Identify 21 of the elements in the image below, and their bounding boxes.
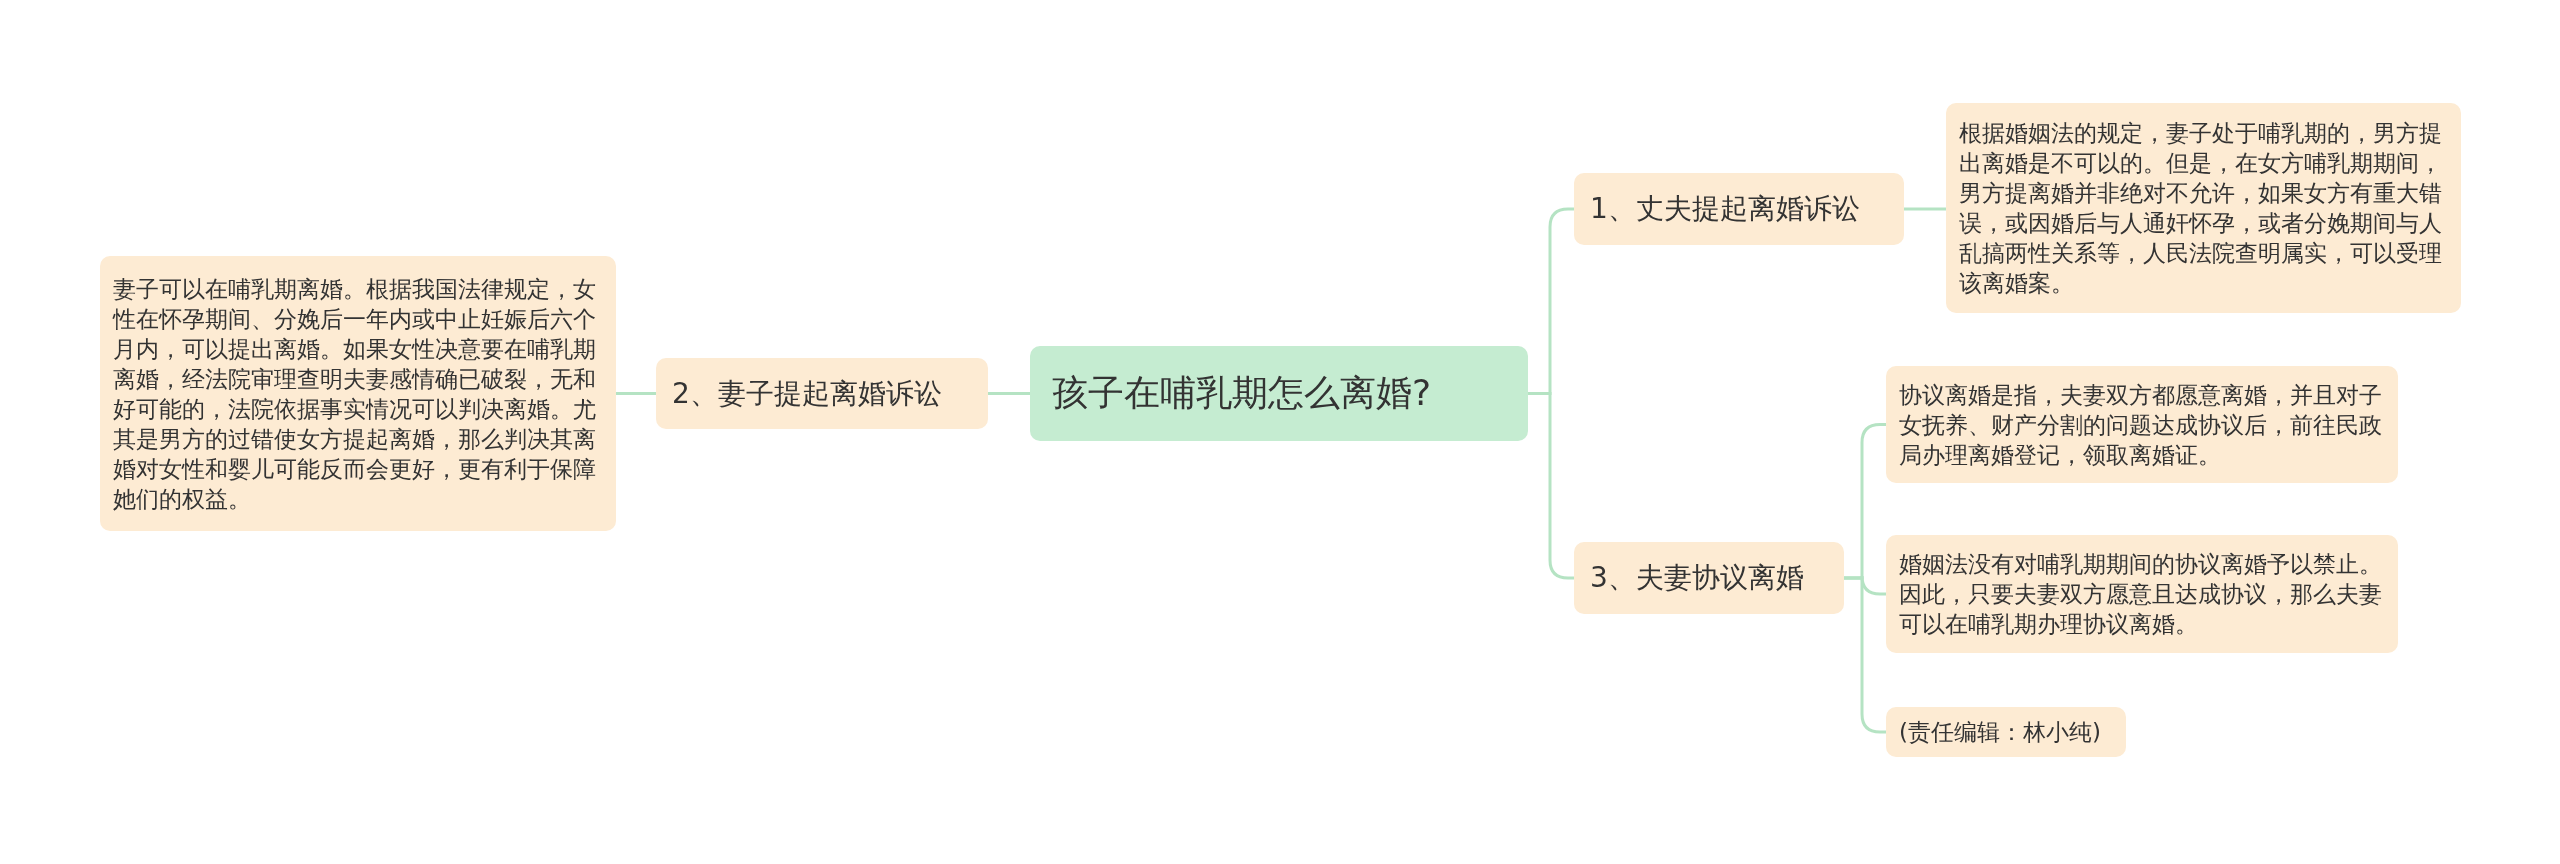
branch-topic (1574, 542, 1844, 614)
topic-text: 3、夫妻协议离婚 (1590, 560, 1804, 596)
topic-text: (责任编辑：林小纯) (1899, 718, 2101, 747)
topic-text: 婚姻法没有对哺乳期期间的协议离婚予以禁止。因此，只要夫妻双方愿意且达成协议，那么夫妻可以在哺乳期办理协议离婚。 (1899, 550, 2383, 639)
connector-line (988, 392, 1030, 395)
topic-text: 孩子在哺乳期怎么离婚? (1052, 371, 1432, 415)
topic-text: 1、丈夫提起离婚诉讼 (1590, 191, 1860, 227)
topic-text: 协议离婚是指，夫妻双方都愿意离婚，并且对子女抚养、财产分割的问题达成协议后，前往民政局办理离婚登记，领取离婚证。 (1899, 380, 2383, 470)
topic-text: 根据婚姻法的规定，妻子处于哺乳期的，男方提出离婚是不可以的。但是，在女方哺乳期期间，男方提离婚并非绝对不允许，如果女方有重大错误，或因婚后与人通奸怀孕，或者分娩期间与人乱搞两性关系等，人民法院查明属实，可以受理该离婚案。 (1959, 119, 2443, 298)
topic-text: 2、妻子提起离婚诉讼 (672, 375, 942, 412)
text-card (100, 256, 616, 531)
text-card (1946, 103, 2461, 313)
text-card (1886, 707, 2126, 757)
topic-text: 妻子可以在哺乳期离婚。根据我国法律规定，女性在怀孕期间、分娩后一年内或中止妊娠后六个月内，可以提出离婚。如果女性决意要在哺乳期离婚，经法院审理查明夫妻感情确已破裂，无和好可能的，法院依据事实情况可以判决离婚。尤其是男方的过错使女方提起离婚，那么判决其离婚对女性和婴儿可能反而会更好，更有利于保障她们的权益。 (113, 274, 597, 514)
branch-topic (1574, 173, 1904, 245)
connector-line (1904, 207, 1946, 211)
central-topic (1030, 346, 1528, 441)
text-card (1886, 366, 2398, 483)
branch-topic (656, 358, 988, 429)
text-card (1886, 535, 2398, 653)
connector-line (616, 392, 656, 395)
